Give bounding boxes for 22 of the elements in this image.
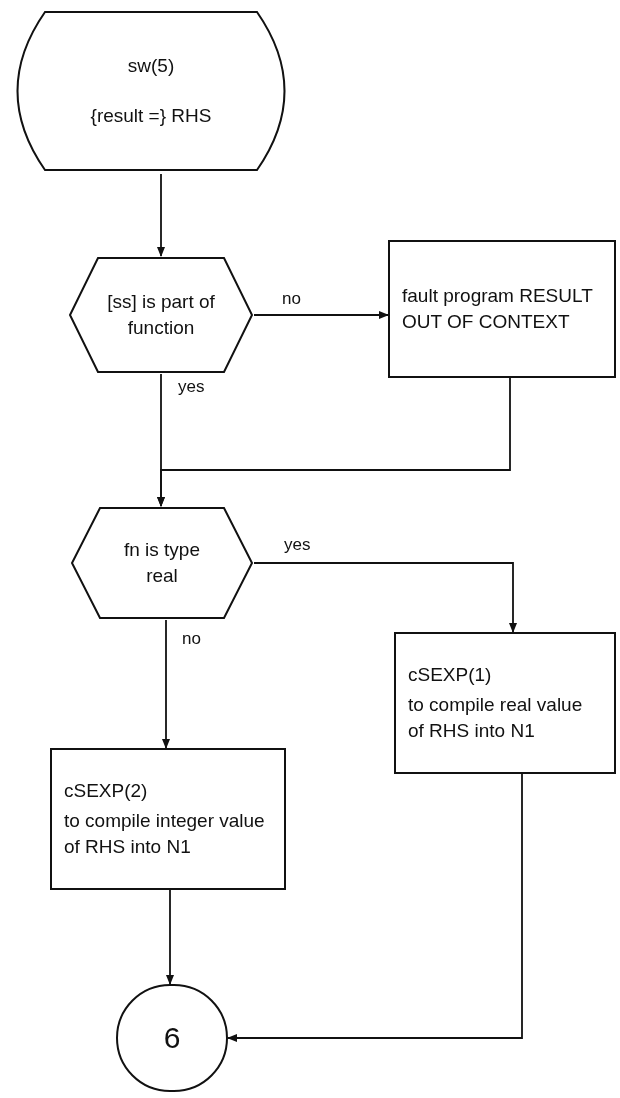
node-heading: cSEXP(1)	[408, 662, 492, 687]
node-text: fault program RESULT OUT OF CONTEXT	[402, 283, 594, 334]
arrow	[227, 773, 523, 1042]
arrow	[166, 889, 174, 985]
decision-hexagon	[68, 256, 254, 374]
process-box	[50, 748, 286, 890]
node-text: [ss] is part of function	[106, 289, 216, 340]
arrow	[157, 377, 511, 507]
arrow	[157, 173, 165, 257]
arrow	[162, 619, 170, 749]
connector-number: 6	[163, 1020, 181, 1057]
node-text: to compile integer value of RHS into N1	[64, 808, 266, 860]
decision-hexagon	[70, 506, 254, 620]
node-text: to compile real value of RHS into N1	[408, 692, 584, 744]
node-heading: cSEXP(2)	[64, 778, 148, 803]
process-box	[388, 240, 616, 378]
node-text: fn is type real	[122, 537, 201, 588]
node-heading: sw(5)	[127, 53, 175, 78]
arrow	[253, 311, 389, 319]
node-text: {result =} RHS	[90, 104, 212, 128]
process-box	[394, 632, 616, 774]
arrow	[253, 562, 517, 633]
